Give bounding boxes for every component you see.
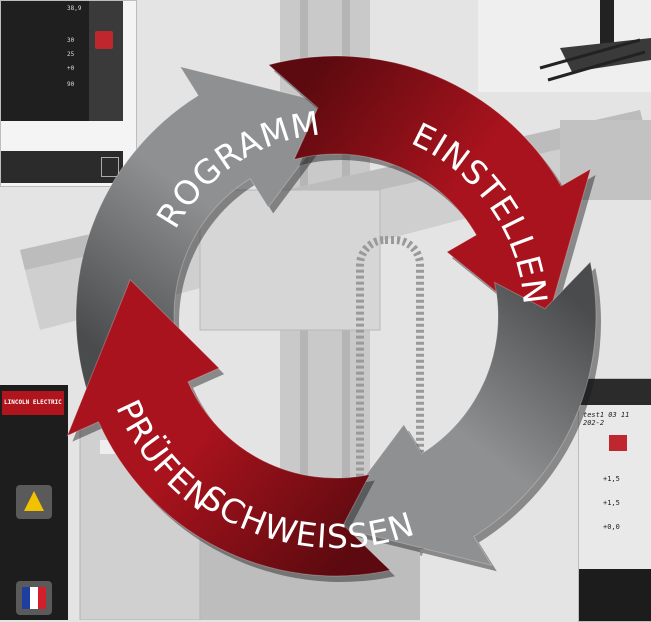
table-value: 30 xyxy=(67,37,75,44)
pendant-screen-bottom-left: LINCOLN ELECTRIC xyxy=(0,385,68,620)
exit-icon xyxy=(101,157,119,177)
param-value: +1,5 xyxy=(603,499,620,507)
pendant-screen-bottom-right: test1 03 11 202-2 +1,5 +1,5 +0,0 xyxy=(578,378,651,622)
param-value: +0,0 xyxy=(603,523,620,531)
carriage-block xyxy=(199,189,381,331)
table-value: 25 xyxy=(67,51,75,58)
cycle-arrow-schweissen xyxy=(327,260,597,567)
program-title: test1 03 11 202-2 xyxy=(583,411,630,427)
cycle-arrow-prüfen xyxy=(66,278,392,577)
brand-logo-text: LINCOLN ELECTRIC xyxy=(4,399,62,406)
program-icon xyxy=(609,435,627,451)
language-flag-icon xyxy=(16,581,52,615)
table-value: 38,9 xyxy=(67,5,82,12)
cycle-arrow-einstellen xyxy=(267,55,592,332)
param-value: +1,5 xyxy=(603,475,620,483)
brand-logo xyxy=(2,391,64,415)
table-value: +0 xyxy=(67,65,75,72)
table-value: 90 xyxy=(67,81,75,88)
document-icon xyxy=(95,31,113,49)
pendant-screen-top-left: 38,9 30 25 +0 90 xyxy=(0,0,137,187)
